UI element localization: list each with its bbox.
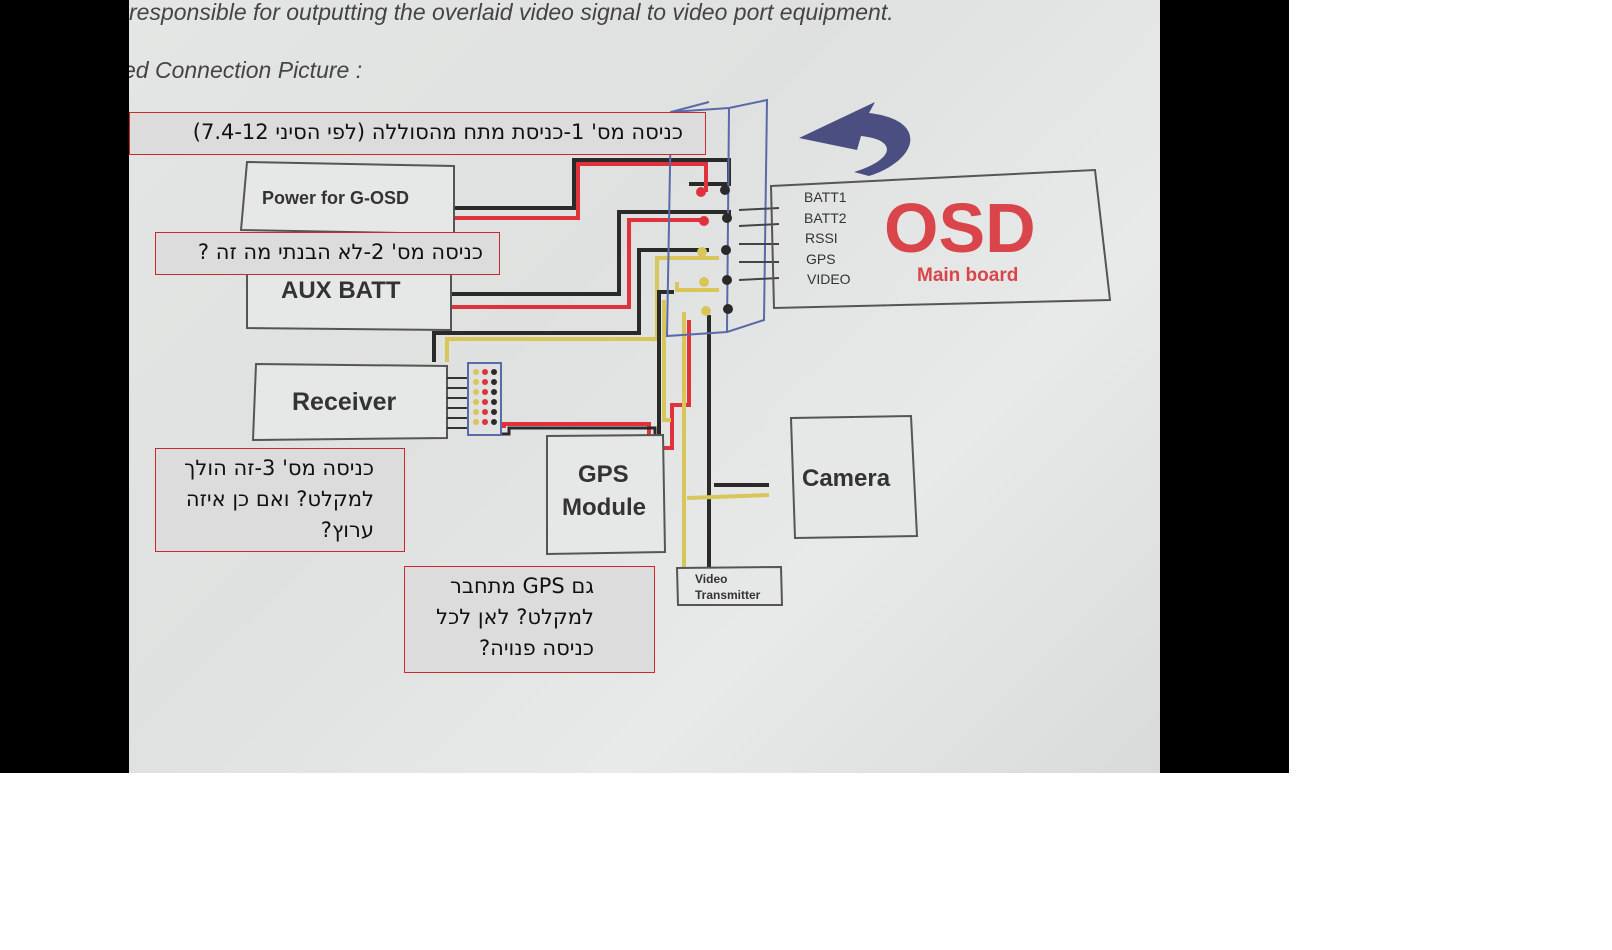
video-transmitter-label-1: Video bbox=[695, 572, 727, 586]
doc-text-line1: responsible for outputting the overlaid … bbox=[129, 0, 894, 25]
wiring-diagram: responsible for outputting the overlaid … bbox=[129, 0, 1112, 606]
annotation-note-4: גם GPS מתחבר למקלט? לאן לכל כניסה פנויה? bbox=[404, 566, 655, 673]
pin-label-gps: GPS bbox=[806, 251, 836, 267]
gps-module-label-2: Module bbox=[562, 494, 646, 521]
power-box-label: Power for G-OSD bbox=[262, 188, 409, 208]
wire-camera-yellow bbox=[686, 493, 770, 500]
wire-rssi-yellow bbox=[675, 282, 719, 292]
pin-label-batt2: BATT2 bbox=[804, 210, 847, 226]
wire-receiver-black bbox=[432, 248, 709, 362]
osd-title: OSD bbox=[884, 189, 1036, 267]
annotation-note-1: כניסה מס' 1-כניסת מתח מהסוללה (לפי הסיני… bbox=[129, 112, 706, 155]
wire-power-red bbox=[454, 162, 708, 220]
osd-subtitle: Main board bbox=[917, 265, 1018, 286]
wire-gps-yellow bbox=[662, 300, 671, 422]
annotation-note-3: כניסה מס' 3-זה הולך למקלט? ואם כן איזה ע… bbox=[155, 448, 405, 552]
gps-module-label-1: GPS bbox=[578, 461, 629, 488]
video-transmitter-label-2: Transmitter bbox=[695, 588, 761, 602]
doc-text-line2: ed Connection Picture : bbox=[129, 57, 362, 83]
video-transmitter-box bbox=[675, 565, 784, 606]
aux-batt-label: AUX BATT bbox=[281, 277, 401, 304]
receiver-box bbox=[251, 362, 448, 442]
gps-module-box bbox=[546, 433, 667, 556]
annotation-note-2: כניסה מס' 2-לא הבנתי מה זה ? bbox=[155, 232, 500, 275]
wire-aux-red bbox=[451, 218, 707, 309]
connector-pins bbox=[696, 185, 733, 316]
osd-main-board bbox=[769, 168, 1112, 310]
camera-box bbox=[789, 414, 919, 540]
receiver-pin-header bbox=[447, 362, 502, 436]
wire-power-black bbox=[454, 158, 731, 210]
pin-label-video: VIDEO bbox=[807, 271, 851, 287]
pin-label-rssi: RSSI bbox=[805, 230, 838, 246]
receiver-label: Receiver bbox=[292, 388, 397, 416]
arrow-icon bbox=[799, 102, 911, 176]
camera-label: Camera bbox=[802, 465, 891, 492]
pin-label-batt1: BATT1 bbox=[804, 189, 847, 205]
